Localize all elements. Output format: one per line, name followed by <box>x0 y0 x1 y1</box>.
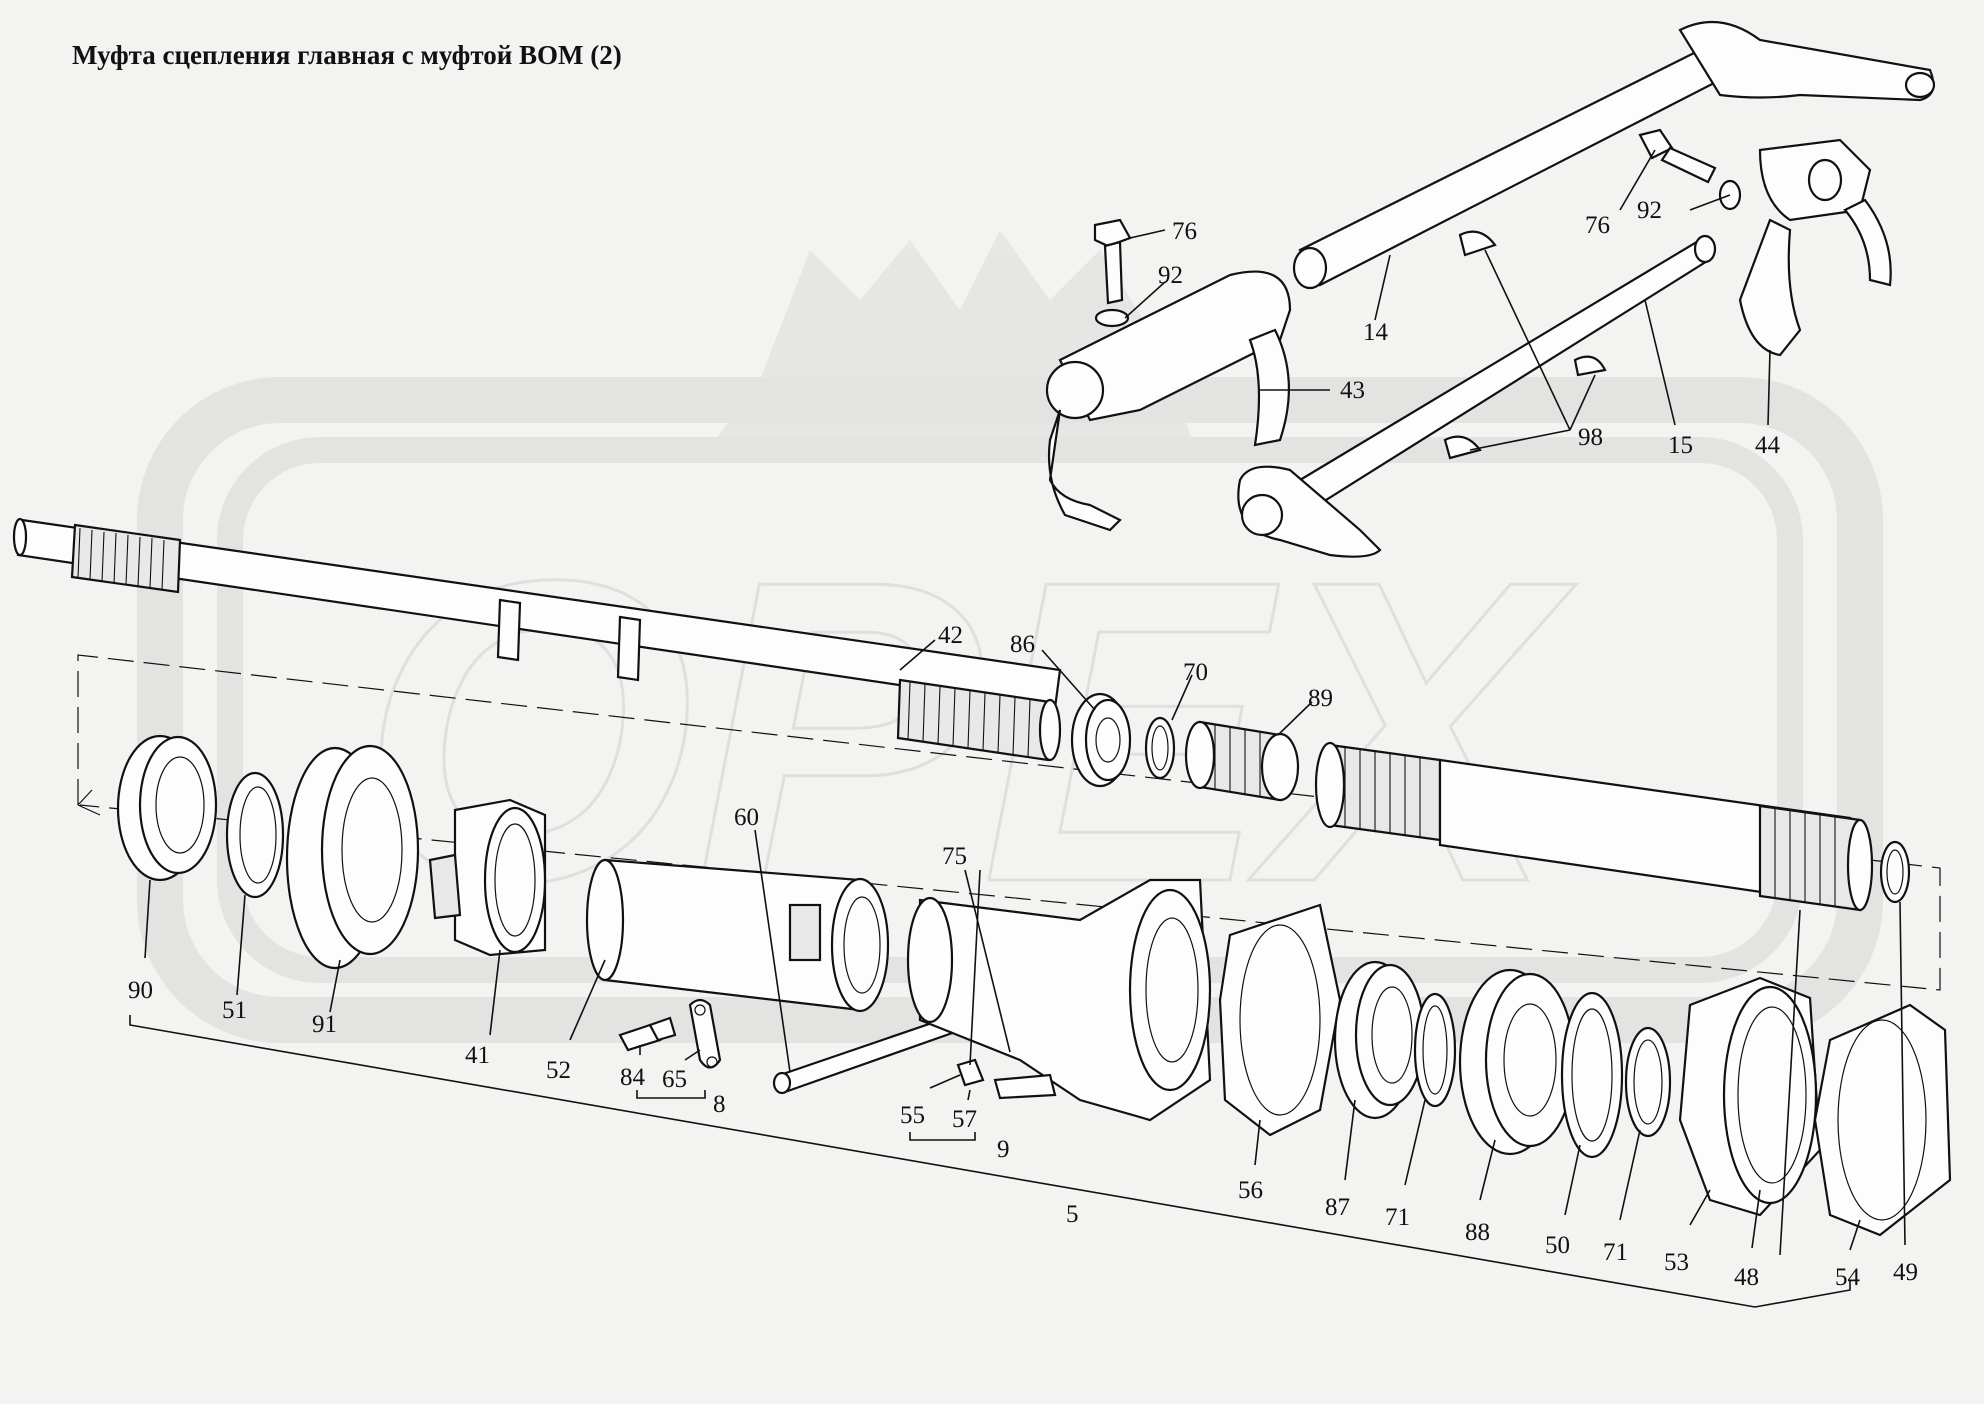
callout-90: 90 <box>128 977 153 1004</box>
fork-44 <box>1738 138 1892 357</box>
main-shaft-42 <box>12 517 1062 762</box>
washer-92-left <box>1094 308 1130 328</box>
rod-14 <box>1292 20 1936 290</box>
ring-71-b <box>1624 1026 1672 1138</box>
callout-14: 14 <box>1363 319 1389 346</box>
ring-49-inner <box>1886 849 1904 895</box>
spline-42-left <box>77 527 165 591</box>
callout-9: 9 <box>997 1136 1010 1163</box>
ring-50 <box>1560 991 1624 1159</box>
nut-55 <box>956 1058 985 1087</box>
bearing-86 <box>1070 692 1132 788</box>
callout-42: 42 <box>938 622 963 649</box>
bearing-88 <box>1458 968 1576 1156</box>
cover-53 <box>1678 976 1822 1217</box>
callout-89: 89 <box>1308 685 1333 712</box>
gasket-54 <box>1813 1003 1952 1237</box>
bracket-5 <box>129 1015 1851 1308</box>
callout-43: 43 <box>1340 377 1365 404</box>
seal-87 <box>1333 960 1426 1120</box>
callout-5: 5 <box>1066 1201 1079 1228</box>
sleeve-41 <box>428 798 547 957</box>
bracket-8 <box>636 1090 706 1099</box>
page-title: Муфта сцепления главная с муфтой ВОМ (2) <box>72 40 622 70</box>
seal-90 <box>116 734 218 882</box>
callout-41: 41 <box>465 1042 490 1069</box>
callout-91: 91 <box>312 1011 337 1038</box>
link-65 <box>688 998 722 1069</box>
callout-84: 84 <box>620 1064 646 1091</box>
callout-71: 71 <box>1603 1239 1628 1266</box>
callout-57: 57 <box>952 1106 977 1133</box>
callout-49: 49 <box>1893 1259 1918 1286</box>
ring-71-a <box>1413 992 1457 1108</box>
callout-92: 92 <box>1637 197 1662 224</box>
callout-88: 88 <box>1465 1219 1490 1246</box>
snap-ring-70 <box>1144 716 1176 780</box>
callout-71: 71 <box>1385 1204 1410 1231</box>
callout-8: 8 <box>713 1091 726 1118</box>
callout-56: 56 <box>1238 1177 1263 1204</box>
callout-51: 51 <box>222 997 247 1024</box>
leader-lines <box>144 149 1906 1256</box>
assembly-outline <box>77 654 1941 991</box>
callout-60: 60 <box>734 804 759 831</box>
bearing-91 <box>285 744 420 970</box>
callout-54: 54 <box>1835 1264 1861 1291</box>
callout-65: 65 <box>662 1066 687 1093</box>
callout-76: 76 <box>1585 212 1610 239</box>
bracket-9 <box>909 1132 976 1141</box>
assembly-arrow <box>77 789 101 816</box>
callout-98: 98 <box>1578 424 1603 451</box>
callout-53: 53 <box>1664 1249 1689 1276</box>
callout-55: 55 <box>900 1102 925 1129</box>
fork-43 <box>1045 270 1292 532</box>
ring-51 <box>225 771 285 899</box>
callout-70: 70 <box>1183 659 1208 686</box>
bolt-57 <box>993 1073 1057 1100</box>
callout-44: 44 <box>1755 432 1781 459</box>
callout-52: 52 <box>546 1057 571 1084</box>
callout-48: 48 <box>1734 1264 1759 1291</box>
hub-52 <box>585 858 890 1013</box>
bolt-76-right <box>1638 128 1717 184</box>
needle-bearing-89 <box>1184 720 1300 802</box>
callout-labels: 76 92 43 14 76 92 98 15 44 42 86 70 89 6… <box>128 197 1918 1291</box>
watermark-logo: OPEX <box>137 230 1883 1043</box>
bolt-76-left <box>1093 218 1132 305</box>
callout-87: 87 <box>1325 1194 1350 1221</box>
gasket-56 <box>1218 903 1342 1137</box>
callout-76: 76 <box>1172 218 1197 245</box>
housing-5 <box>906 878 1212 1122</box>
bolt-84 <box>618 1016 677 1052</box>
callout-86: 86 <box>1010 631 1035 658</box>
keys-98 <box>1443 230 1607 460</box>
ring-49 <box>1879 840 1911 904</box>
callout-92: 92 <box>1158 262 1183 289</box>
rod-15 <box>1237 234 1717 558</box>
hollow-shaft <box>1314 741 1874 912</box>
callout-75: 75 <box>942 843 967 870</box>
spline-42-right <box>907 681 1031 758</box>
callout-15: 15 <box>1668 432 1693 459</box>
callout-50: 50 <box>1545 1232 1570 1259</box>
